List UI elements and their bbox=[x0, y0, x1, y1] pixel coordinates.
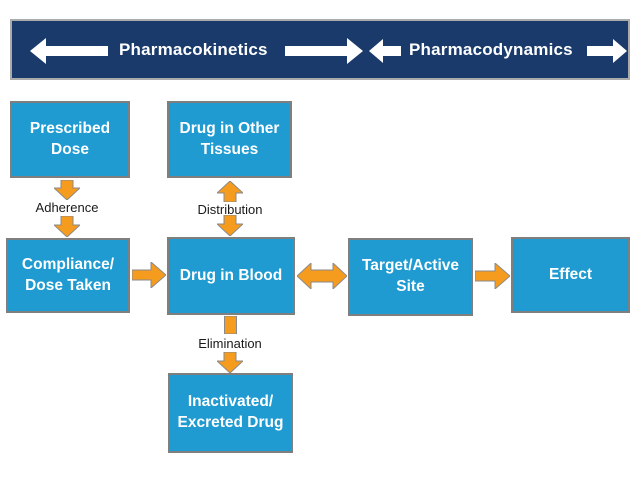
title-bar: Pharmacokinetics Pharmacodynamics bbox=[10, 19, 630, 80]
prescribed-dose-box: Prescribed Dose bbox=[10, 101, 130, 178]
double-horizontal-arrow-icon bbox=[297, 263, 347, 289]
right-arrow-icon bbox=[475, 263, 510, 289]
left-arrow-icon bbox=[369, 39, 401, 63]
right-arrow-icon bbox=[285, 38, 363, 64]
drug-in-other-tissues-box: Drug in Other Tissues bbox=[167, 101, 292, 178]
down-arrow-icon bbox=[217, 215, 243, 236]
left-arrow-icon bbox=[30, 38, 108, 64]
target-active-site-box: Target/Active Site bbox=[348, 238, 473, 316]
elimination-label: Elimination bbox=[198, 336, 262, 351]
inactivated-excreted-drug-box: Inactivated/ Excreted Drug bbox=[168, 373, 293, 453]
pharmacokinetics-label: Pharmacokinetics bbox=[119, 39, 268, 59]
effect-box: Effect bbox=[511, 237, 630, 313]
adherence-label: Adherence bbox=[35, 200, 99, 215]
arrow-shaft bbox=[224, 316, 237, 334]
down-arrow-icon bbox=[54, 180, 80, 200]
down-arrow-icon bbox=[217, 352, 243, 373]
right-arrow-icon bbox=[587, 39, 627, 63]
distribution-label: Distribution bbox=[197, 202, 263, 217]
down-arrow-icon bbox=[54, 216, 80, 237]
drug-in-blood-box: Drug in Blood bbox=[167, 237, 295, 315]
pharmacodynamics-label: Pharmacodynamics bbox=[409, 39, 573, 59]
compliance-dose-taken-box: Compliance/ Dose Taken bbox=[6, 238, 130, 313]
up-arrow-icon bbox=[217, 181, 243, 202]
right-arrow-icon bbox=[132, 262, 166, 288]
